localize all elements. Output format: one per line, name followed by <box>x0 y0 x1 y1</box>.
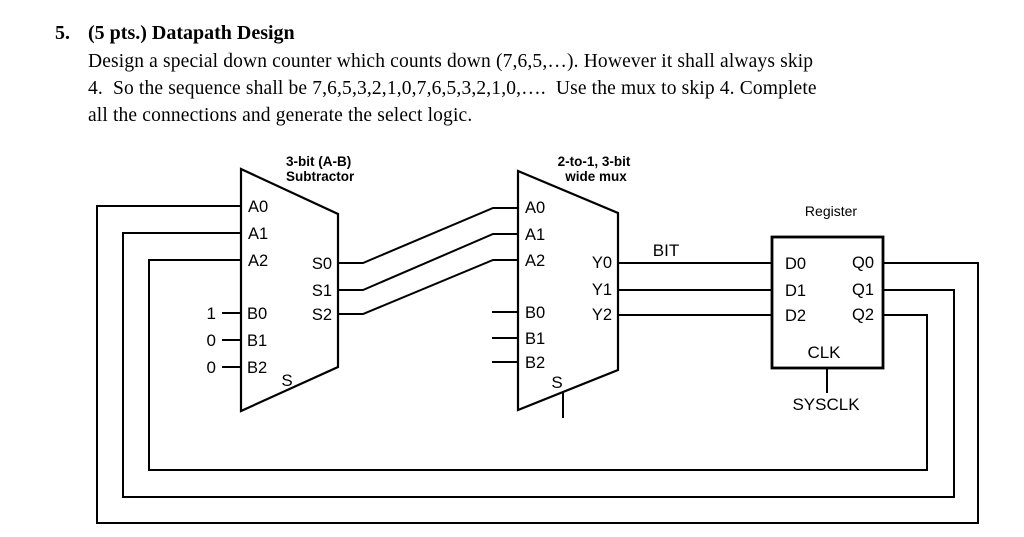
wire-feedback-q2-a2 <box>148 259 928 471</box>
register-clk-pin: CLK <box>807 343 841 362</box>
mux-pin-b1: B1 <box>525 330 545 348</box>
register-body <box>770 235 885 370</box>
mux-pin-a2: A2 <box>525 252 545 270</box>
register-pin-q2: Q2 <box>852 306 874 324</box>
subtractor-pin-b1: B1 <box>247 332 267 350</box>
problem-line-2: 4. So the sequence shall be 7,6,5,3,2,1,… <box>88 78 817 99</box>
mux-pin-b2: B2 <box>525 354 545 372</box>
mux-title-line1: 2-to-1, 3-bit <box>558 154 631 169</box>
mux-pin-y2: Y2 <box>592 306 612 324</box>
subtractor-pin-a2: A2 <box>248 252 268 270</box>
register-title: Register <box>805 203 857 219</box>
mux-pin-y1: Y1 <box>592 281 612 299</box>
subtractor-const-b1: 0 <box>207 331 216 350</box>
mux-title-line2: wide mux <box>564 169 627 184</box>
problem-number: 5. <box>55 22 70 44</box>
subtractor-title-line2: Subtractor <box>286 169 355 184</box>
register-pin-d1: D1 <box>785 282 806 300</box>
mux-select-pin: S <box>551 373 562 392</box>
subtractor-const-b2: 0 <box>207 358 216 377</box>
sysclk-label: SYSCLK <box>792 395 860 414</box>
wire-s2-to-mux-a2 <box>338 259 518 315</box>
mux-pin-y0: Y0 <box>592 254 612 272</box>
register-pin-q1: Q1 <box>852 281 874 299</box>
problem-title: (5 pts.) Datapath Design <box>88 22 295 44</box>
mux-pin-b0: B0 <box>525 304 545 322</box>
subtractor-title-line1: 3-bit (A-B) <box>286 154 351 169</box>
register-pin-q0: Q0 <box>852 254 874 272</box>
subtractor-pin-s2: S2 <box>312 306 332 324</box>
mux-pin-a1: A1 <box>525 226 545 244</box>
subtractor-pin-s1: S1 <box>312 282 332 300</box>
problem-line-3: all the connections and generate the sel… <box>88 105 473 126</box>
subtractor-pin-a0: A0 <box>248 198 268 216</box>
subtractor-pin-b0: B0 <box>247 305 267 323</box>
mux-body <box>516 169 620 412</box>
subtractor-const-b0: 1 <box>207 304 216 323</box>
problem-line-1: Design a special down counter which coun… <box>88 51 814 72</box>
bit-wire-label: BIT <box>653 241 679 260</box>
wire-s1-to-mux-a1 <box>338 233 518 291</box>
subtractor-body <box>239 167 340 413</box>
wire-feedback-q1-a1 <box>122 232 955 498</box>
mux-pin-a0: A0 <box>525 199 545 217</box>
subtractor-pin-b2: B2 <box>247 359 267 377</box>
subtractor-pin-s0: S0 <box>312 255 332 273</box>
problem-statement: Design a special down counter which coun… <box>88 48 958 129</box>
register-pin-d2: D2 <box>785 307 806 325</box>
subtractor-pin-a1: A1 <box>248 225 268 243</box>
subtractor-select-pin: S <box>281 371 292 390</box>
register-pin-d0: D0 <box>785 255 806 273</box>
wire-s0-to-mux-a0 <box>338 207 518 264</box>
wire-feedback-q0-a0 <box>96 205 979 524</box>
